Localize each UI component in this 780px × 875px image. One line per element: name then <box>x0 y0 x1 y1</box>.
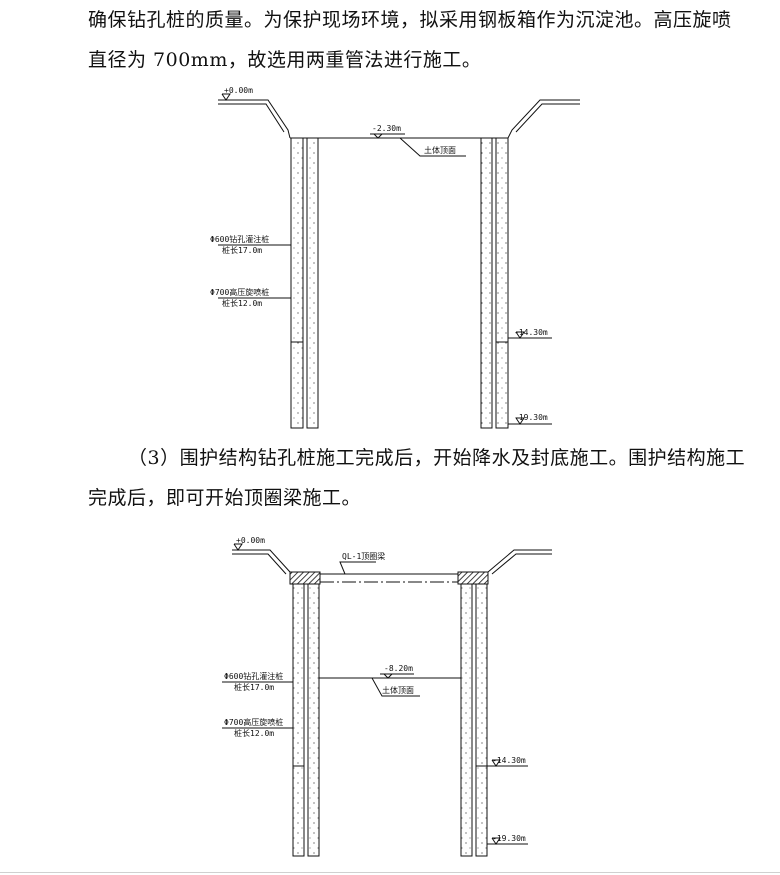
label-ground-level: +0.00m <box>236 536 265 545</box>
label-level-jet-bottom: -14.30m <box>514 328 548 337</box>
label-ground-level: +0.00m <box>224 86 253 95</box>
figure-excavation-stage-2: +0.00m QL-1顶圈梁 -8.20m 土体顶面 Φ600钻孔灌注桩 桩长1… <box>222 536 552 857</box>
paragraph-line: 完成后，即可开始顶圈梁施工。 <box>88 487 362 509</box>
paragraph-line: （3）围护结构钻孔桩施工完成后，开始降水及封底施工。围护结构施工 <box>128 447 746 469</box>
label-bored-pile-length: 桩长17.0m <box>222 245 262 255</box>
label-bored-pile: Φ600钻孔灌注桩 <box>210 234 269 244</box>
paragraph-intro: 确保钻孔桩的质量。为保护现场环境，拟采用钢板箱作为沉淀池。高压旋喷 直径为 70… <box>88 0 732 80</box>
page-edge-divider <box>0 872 780 873</box>
label-soil-surface: 土体顶面 <box>382 685 414 695</box>
label-level-jet-bottom: -14.30m <box>492 756 526 765</box>
label-crown-beam: QL-1顶圈梁 <box>342 552 385 561</box>
paragraph-step-3: （3）围护结构钻孔桩施工完成后，开始降水及封底施工。围护结构施工 完成后，即可开… <box>88 438 746 518</box>
paragraph-line: 直径为 700mm，故选用两重管法进行施工。 <box>88 49 482 71</box>
label-bored-pile: Φ600钻孔灌注桩 <box>224 671 283 681</box>
label-jet-pile-length: 桩长12.0m <box>234 728 274 738</box>
label-excavation-level: -8.20m <box>384 664 413 673</box>
label-jet-pile: Φ700高压旋喷桩 <box>210 287 269 297</box>
label-level-pile-bottom: -19.30m <box>514 413 548 422</box>
figure-excavation-stage-1: +0.00m -2.30m 土体顶面 Φ600钻孔灌注桩 桩长17.0m Φ70… <box>210 86 580 429</box>
label-jet-pile-length: 桩长12.0m <box>222 298 262 308</box>
paragraph-line: 确保钻孔桩的质量。为保护现场环境，拟采用钢板箱作为沉淀池。高压旋喷 <box>88 9 732 31</box>
label-soil-surface: 土体顶面 <box>424 145 456 155</box>
label-jet-pile: Φ700高压旋喷桩 <box>224 717 283 727</box>
label-level-pile-bottom: -19.30m <box>492 834 526 843</box>
label-excavation-level: -2.30m <box>372 124 401 133</box>
label-bored-pile-length: 桩长17.0m <box>234 682 274 692</box>
